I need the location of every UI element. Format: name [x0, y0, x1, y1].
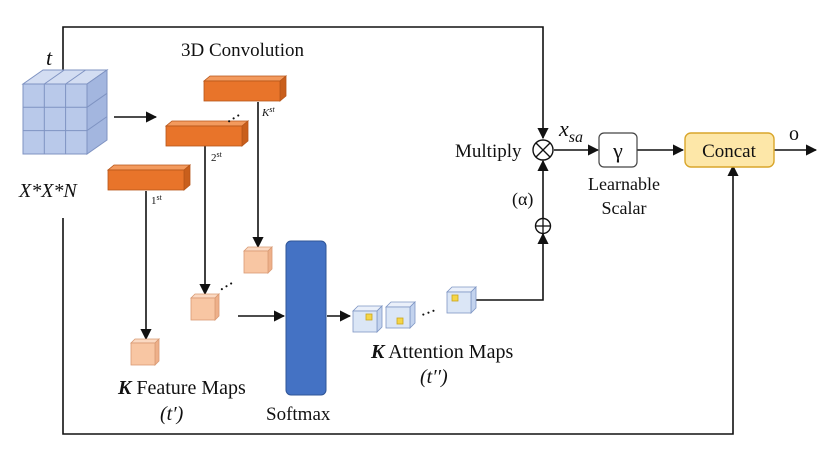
feature-map-k: [243, 246, 273, 274]
kernel-2-label: 2st: [211, 150, 223, 164]
skip-path-top: [62, 26, 549, 140]
concat-box: [684, 132, 775, 168]
attention-map-k: [446, 286, 477, 314]
input-dims-label: X*X*N: [18, 180, 78, 202]
attention-to-add-path: [476, 232, 549, 301]
attention-ellipsis: • • •: [420, 306, 437, 320]
feature-map-1: [130, 338, 160, 366]
attention-maps-label: K Attention Maps: [370, 341, 513, 363]
kernel-k-label: Kst: [261, 105, 275, 119]
kernel-1-label: 1st: [151, 193, 163, 207]
gamma-label-line2: Scalar: [602, 198, 647, 218]
gamma-label-line1: Learnable: [588, 174, 660, 194]
multiply-label: Multiply: [455, 141, 522, 162]
attention-map-2: [385, 301, 416, 329]
alpha-label: (α): [512, 189, 533, 210]
attention-map-1: [352, 305, 383, 333]
connectors: [62, 26, 818, 435]
multiply-node: [532, 139, 554, 161]
feature-maps-sub: (t′): [160, 403, 184, 425]
input-cube: [21, 69, 109, 155]
gamma-box: [598, 132, 638, 168]
feature-maps-label: K Feature Maps: [117, 377, 246, 399]
add-node: [534, 217, 552, 235]
input-time-label: t: [46, 45, 53, 70]
kernel-2: [164, 120, 250, 147]
softmax-block: [285, 240, 327, 396]
softmax-label: Softmax: [266, 404, 331, 425]
conv-title: 3D Convolution: [181, 40, 304, 61]
output-label: o: [789, 123, 799, 145]
skip-path-bottom: [62, 164, 739, 435]
attention-maps-sub: (t′′): [420, 366, 448, 388]
input-cube-side: [86, 69, 108, 155]
xsa-label: xsa: [558, 116, 583, 146]
feature-map-2: [190, 293, 220, 321]
kernel-k: [202, 75, 288, 102]
concat-label: Concat: [702, 141, 757, 162]
gamma-symbol: γ: [612, 138, 623, 163]
input-cube-front: [22, 83, 88, 155]
feature-ellipsis: • • •: [218, 278, 235, 294]
kernel-1: [106, 164, 192, 191]
